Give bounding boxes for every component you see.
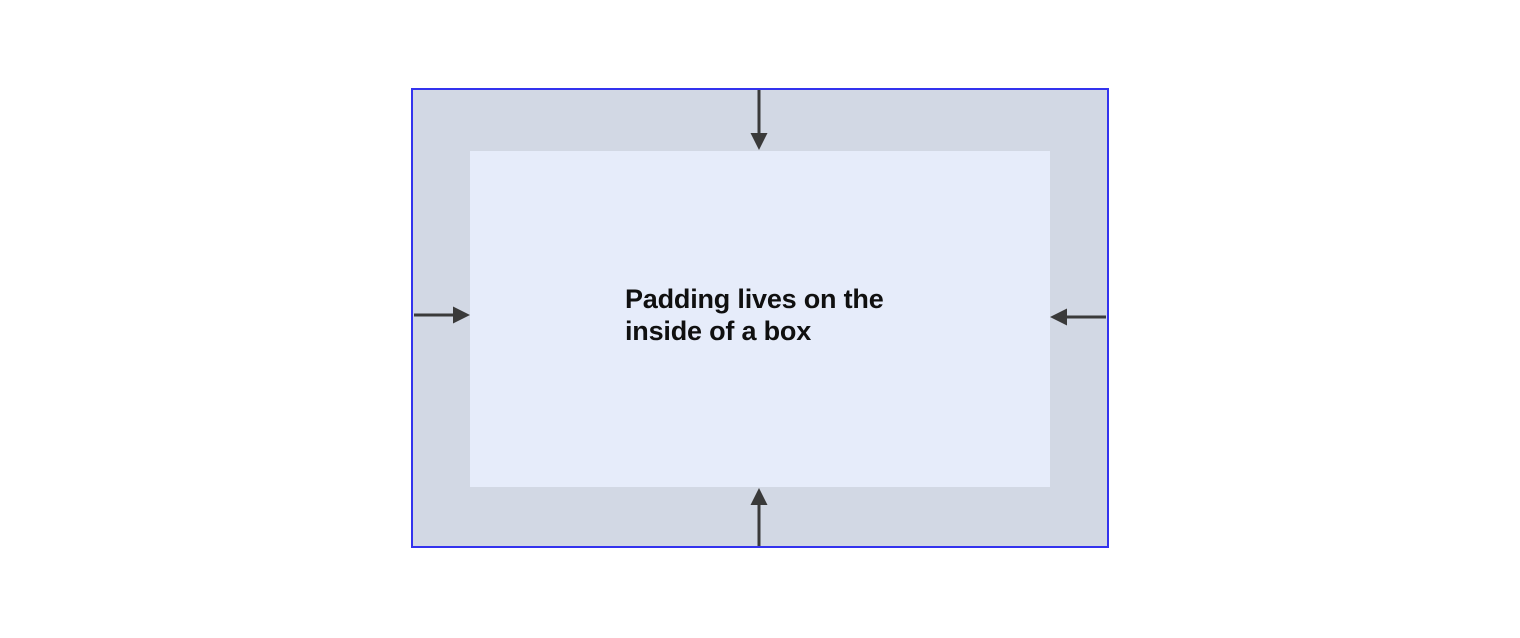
content-box-label: Padding lives on the inside of a box <box>625 284 884 346</box>
content-box <box>470 151 1050 487</box>
